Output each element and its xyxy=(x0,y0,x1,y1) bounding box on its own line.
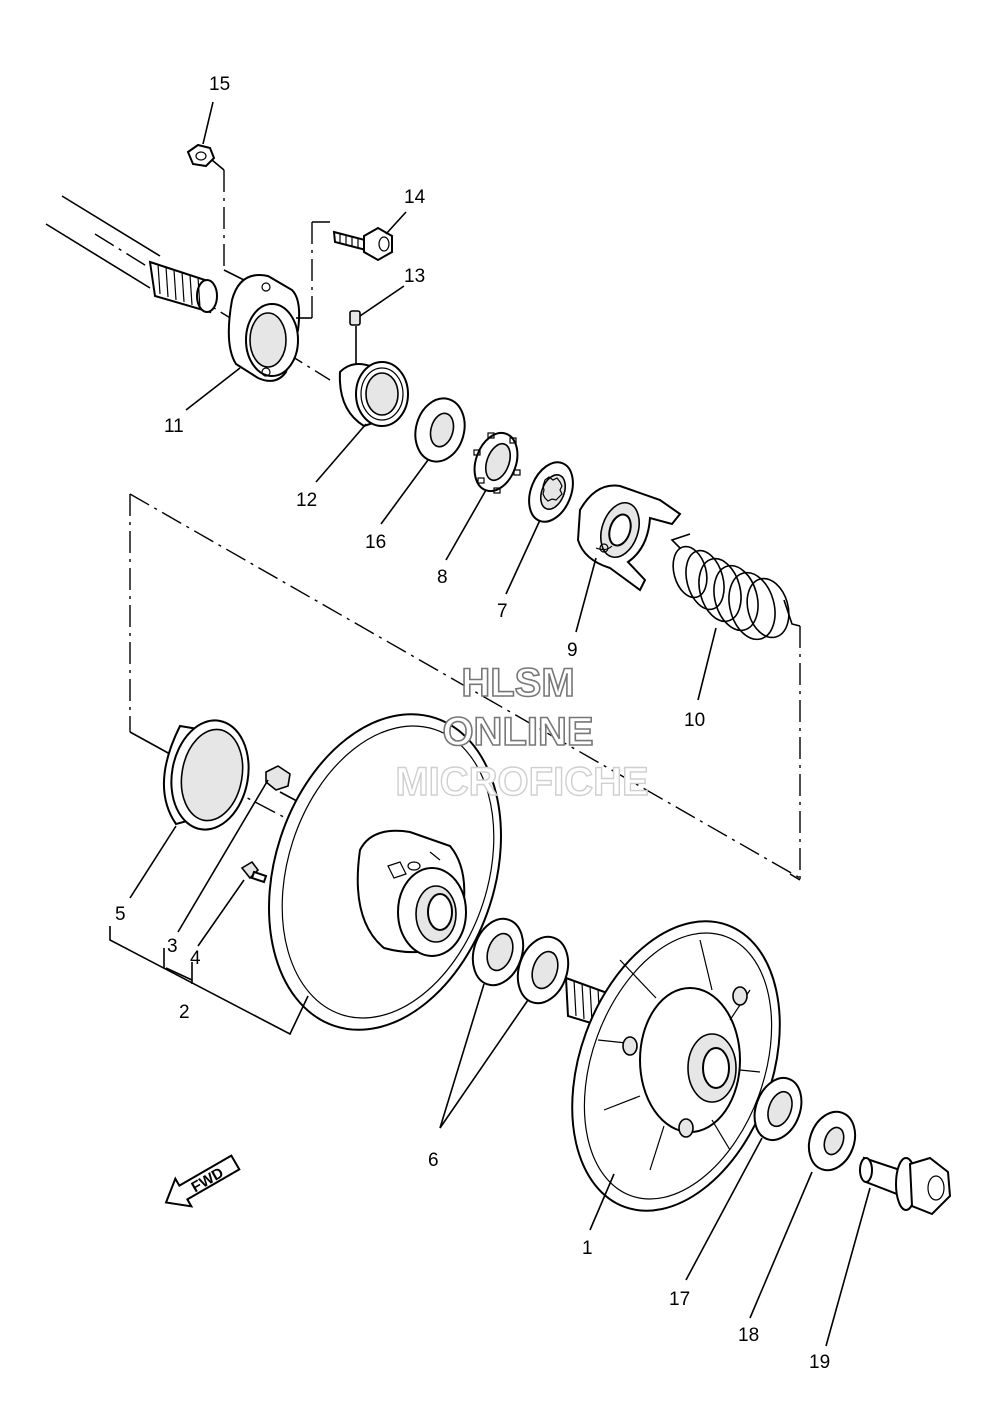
part-13-set-screw xyxy=(349,310,361,368)
part-4-pin xyxy=(240,860,268,884)
part-7-lock-washer xyxy=(528,461,574,523)
part-14-bolt xyxy=(296,221,393,319)
callout-12: 12 xyxy=(296,490,317,511)
watermark-line-2: ONLINE xyxy=(442,710,593,754)
watermark-line-3: MICROFICHE xyxy=(395,760,648,804)
callout-2: 2 xyxy=(179,1002,190,1023)
part-3-slider xyxy=(265,765,291,791)
part-9-cam xyxy=(576,484,682,592)
part-11-bearing-housing xyxy=(227,274,301,382)
forward-direction-arrow: FWD xyxy=(164,1154,241,1208)
callout-1: 1 xyxy=(582,1238,593,1259)
callout-15: 15 xyxy=(209,74,230,95)
callout-10: 10 xyxy=(684,710,705,731)
callout-numbers: 15 14 13 11 12 16 8 7 9 10 5 3 4 2 6 1 1… xyxy=(115,74,830,1373)
callout-6: 6 xyxy=(428,1150,439,1171)
callout-19: 19 xyxy=(809,1352,830,1373)
callout-8: 8 xyxy=(437,567,448,588)
watermark-line-1: HLSM xyxy=(461,661,574,705)
part-2-sheave xyxy=(268,713,502,1031)
callout-3: 3 xyxy=(167,936,178,957)
part-12-bearing xyxy=(338,361,409,428)
part-16-washer xyxy=(414,397,466,463)
callout-9: 9 xyxy=(567,640,578,661)
callout-14: 14 xyxy=(404,187,426,208)
callout-16: 16 xyxy=(365,532,386,553)
watermark: HLSM ONLINE MICROFICHE xyxy=(395,660,650,805)
leader-lines xyxy=(109,101,871,1347)
callout-13: 13 xyxy=(404,266,425,287)
part-18-washer xyxy=(807,1110,857,1172)
part-10-spring xyxy=(670,533,801,881)
callout-17: 17 xyxy=(669,1289,690,1310)
part-8-lock-nut xyxy=(473,431,521,494)
part-19-flange-bolt xyxy=(859,1156,952,1216)
part-1-secondary-sheave xyxy=(564,920,781,1212)
part-15-nut xyxy=(186,143,251,284)
part-17-washer xyxy=(753,1077,803,1141)
callout-7: 7 xyxy=(497,601,508,622)
part-5-sleeve-ring xyxy=(162,719,250,831)
callout-4: 4 xyxy=(190,948,201,969)
callout-11: 11 xyxy=(164,416,184,437)
callout-5: 5 xyxy=(115,904,126,925)
callout-18: 18 xyxy=(738,1325,759,1346)
